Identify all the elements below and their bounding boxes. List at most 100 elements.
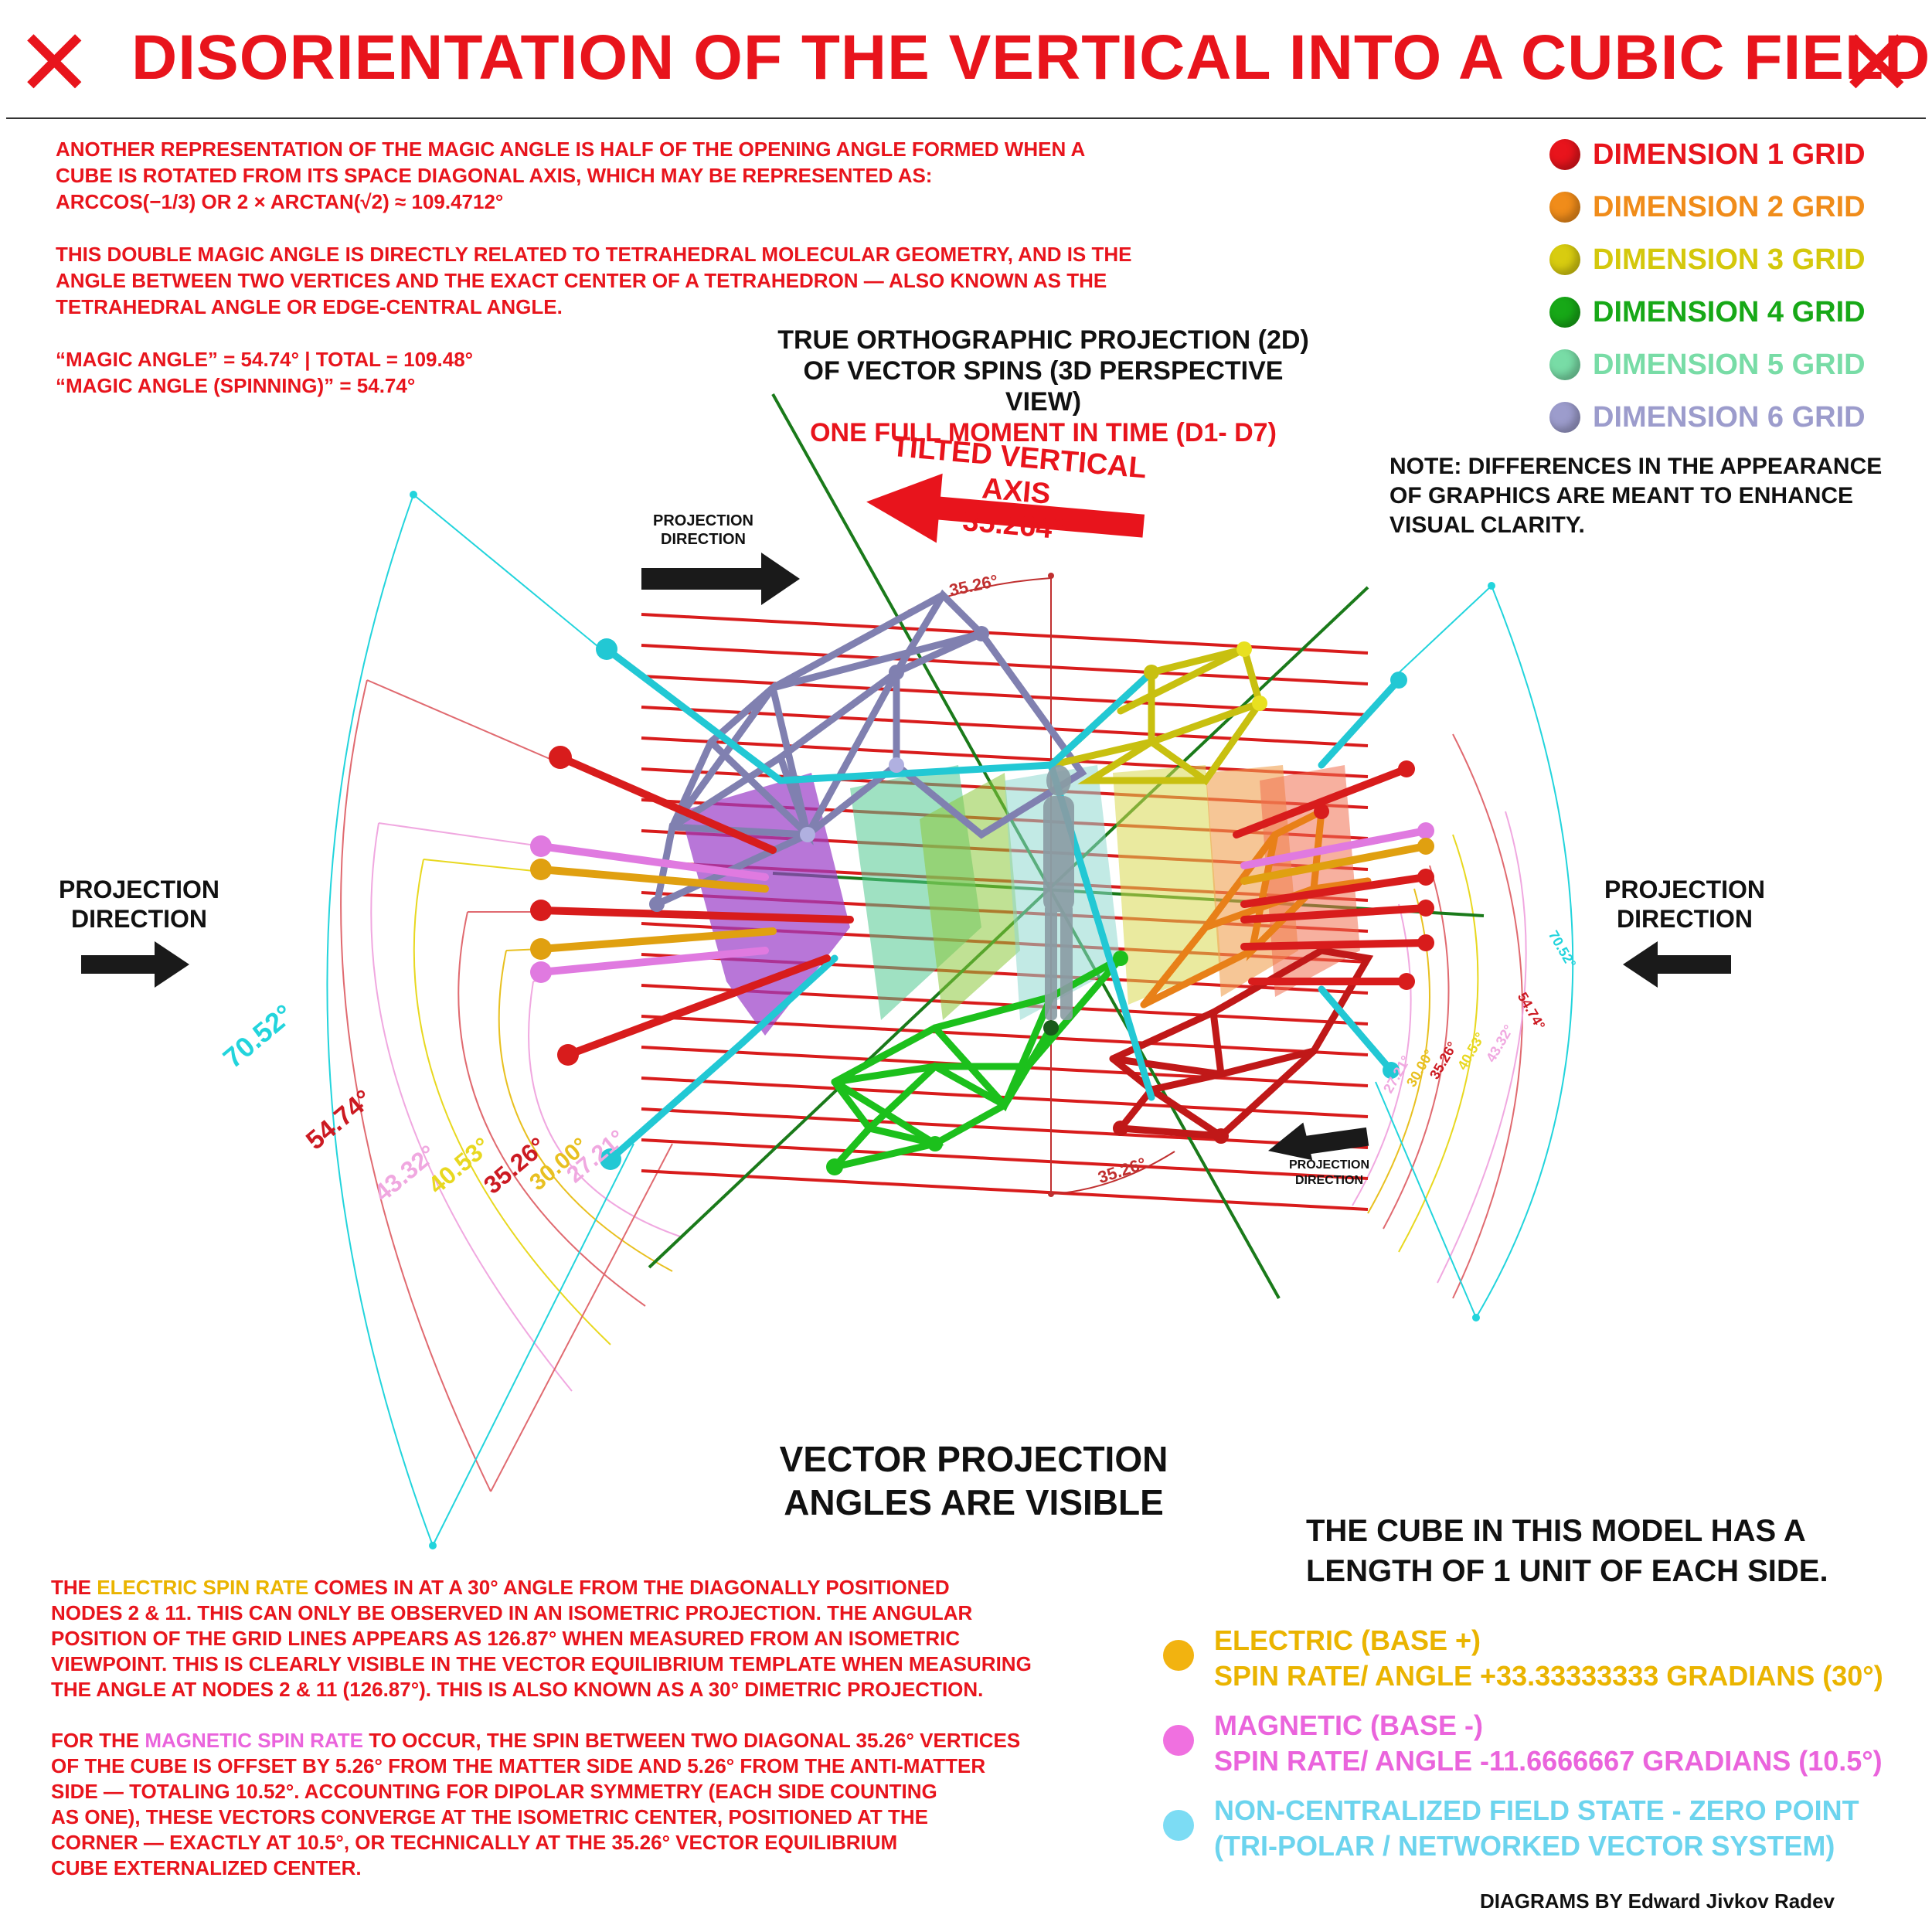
spin-item-magnetic: MAGNETIC (BASE -) SPIN RATE/ ANGLE -11.6… (1163, 1708, 1883, 1779)
magnetic-line: OF THE CUBE IS OFFSET BY 5.26° FROM THE … (51, 1754, 986, 1777)
left-fan-rods (537, 753, 854, 1059)
intro-line: CUBE IS ROTATED FROM ITS SPACE DIAGONAL … (56, 164, 933, 187)
spin-text: ELECTRIC (BASE +) SPIN RATE/ ANGLE +33.3… (1214, 1623, 1883, 1694)
spin-rate: SPIN RATE/ ANGLE +33.33333333 GRADIANS (… (1214, 1660, 1883, 1692)
note-text: NOTE: DIFFERENCES IN THE APPEARANCE OF G… (1389, 454, 1883, 538)
legend-item-dimension-4: DIMENSION 4 GRID (1549, 289, 1866, 335)
legend-item-dimension-1: DIMENSION 1 GRID (1549, 131, 1866, 178)
projection-direction-left-line1: PROJECTION (58, 876, 220, 903)
right-arc-43 (1437, 811, 1527, 1284)
electric-explanation: THE ELECTRIC SPIN RATE COMES IN AT A 30°… (51, 1575, 1040, 1702)
electric-spin-rate-highlight: ELECTRIC SPIN RATE (97, 1576, 309, 1599)
left-arc-35 (457, 911, 646, 1307)
dimension-5-dot-icon (1549, 349, 1580, 380)
magic-angle-line: “MAGIC ANGLE” = 54.74° | TOTAL = 109.48° (56, 348, 474, 371)
dimension-6-dot-icon (1549, 402, 1580, 433)
left-arc-54 (340, 679, 492, 1492)
magnetic-dot-icon (1163, 1725, 1194, 1756)
intro-line: ANGLE BETWEEN TWO VERTICES AND THE EXACT… (56, 269, 1107, 292)
dimension-1-dot-icon (1549, 139, 1580, 170)
magnetic-spin-rate-highlight: MAGNETIC SPIN RATE (145, 1729, 363, 1752)
vector-heading-line: ANGLES ARE VISIBLE (784, 1482, 1164, 1522)
spin-title: NON-CENTRALIZED FIELD STATE - ZERO POINT (1214, 1794, 1859, 1826)
electric-line: POSITION OF THE GRID LINES APPEARS AS 12… (51, 1627, 961, 1650)
zero-point-dot-icon (1163, 1810, 1194, 1841)
projection-direction-bottom-line2: DIRECTION (1295, 1174, 1363, 1187)
header-divider (6, 117, 1926, 119)
dimension-2-dot-icon (1549, 192, 1580, 223)
right-arc-40 (1398, 834, 1479, 1253)
dimension-4-dot-icon (1549, 297, 1580, 328)
human-figure (1043, 765, 1074, 1020)
intro-line: TETRAHEDRAL ANGLE OR EDGE-CENTRAL ANGLE. (56, 295, 563, 318)
right-x-icon: ✕ (1838, 12, 1916, 115)
intro-text: ANOTHER REPRESENTATION OF THE MAGIC ANGL… (56, 136, 1176, 399)
spin-title: ELECTRIC (BASE +) (1214, 1624, 1481, 1656)
spin-text: NON-CENTRALIZED FIELD STATE - ZERO POINT… (1214, 1793, 1859, 1864)
vector-projection-heading: VECTOR PROJECTION ANGLES ARE VISIBLE (742, 1437, 1206, 1524)
nodes (410, 491, 1495, 1549)
electric-line: NODES 2 & 11. THIS CAN ONLY BE OBSERVED … (51, 1601, 973, 1624)
left-angle-arcs (326, 494, 681, 1546)
spin-rate: (TRI-POLAR / NETWORKED VECTOR SYSTEM) (1214, 1830, 1835, 1862)
right-fan-rods (1233, 765, 1430, 985)
page-title: DISORIENTATION OF THE VERTICAL INTO A CU… (131, 22, 1931, 93)
legend-label: DIMENSION 5 GRID (1593, 348, 1866, 381)
spin-item-zero-point: NON-CENTRALIZED FIELD STATE - ZERO POINT… (1163, 1793, 1859, 1864)
cube-note: THE CUBE IN THIS MODEL HAS A LENGTH OF 1… (1306, 1511, 1909, 1591)
magic-angle-spinning-line: “MAGIC ANGLE (SPINNING)” = 54.74° (56, 374, 416, 397)
legend-item-dimension-2: DIMENSION 2 GRID (1549, 184, 1866, 230)
right-arc-54 (1452, 733, 1523, 1299)
right-arc-35 (1383, 865, 1450, 1230)
left-x-icon: ✕ (15, 12, 94, 115)
center-heading-line: TRUE ORTHOGRAPHIC PROJECTION (2D) (777, 325, 1309, 355)
projection-direction-left-line2: DIRECTION (71, 905, 207, 933)
projection-direction-bottom: PROJECTION DIRECTION (1283, 1158, 1376, 1189)
center-heading-line-red: ONE FULL MOMENT IN TIME (D1- D7) (810, 418, 1277, 447)
left-arc-70 (326, 494, 434, 1546)
dimension-3-dot-icon (1549, 244, 1580, 275)
vector-heading-line: VECTOR PROJECTION (779, 1439, 1168, 1479)
cube-note-line: LENGTH OF 1 UNIT OF EACH SIDE. (1306, 1554, 1828, 1588)
electric-line-1: THE ELECTRIC SPIN RATE COMES IN AT A 30°… (51, 1575, 1040, 1600)
legend-item-dimension-6: DIMENSION 6 GRID (1549, 394, 1866, 440)
electric-line: THE ANGLE AT NODES 2 & 11 (126.87°). THI… (51, 1678, 984, 1701)
dimension-1-lattice (1109, 947, 1374, 1141)
text-fragment: TO OCCUR, THE SPIN BETWEEN TWO DIAGONAL … (362, 1729, 1021, 1752)
magnetic-line: AS ONE), THESE VECTORS CONVERGE AT THE I… (51, 1805, 928, 1828)
projection-direction-left: PROJECTION DIRECTION (46, 875, 232, 934)
right-arc-70 (1475, 585, 1574, 1318)
center-heading: TRUE ORTHOGRAPHIC PROJECTION (2D) OF VEC… (765, 325, 1321, 448)
magnetic-line: SIDE — TOTALING 10.52°. ACCOUNTING FOR D… (51, 1780, 937, 1803)
projection-direction-top-line1: PROJECTION (652, 512, 754, 529)
legend-label: DIMENSION 3 GRID (1593, 243, 1866, 276)
magnetic-line: CUBE EXTERNALIZED CENTER. (51, 1856, 362, 1879)
spin-item-electric: ELECTRIC (BASE +) SPIN RATE/ ANGLE +33.3… (1163, 1623, 1883, 1694)
projection-direction-top: PROJECTION DIRECTION (641, 512, 765, 549)
projection-direction-right-line2: DIRECTION (1617, 905, 1753, 933)
projection-direction-bottom-line1: PROJECTION (1288, 1158, 1369, 1172)
intro-line: THIS DOUBLE MAGIC ANGLE IS DIRECTLY RELA… (56, 243, 1132, 266)
center-heading-line: OF VECTOR SPINS (3D PERSPECTIVE VIEW) (803, 356, 1284, 417)
left-arc-30 (498, 950, 673, 1272)
legend-label: DIMENSION 1 GRID (1593, 138, 1866, 171)
intro-line: ANOTHER REPRESENTATION OF THE MAGIC ANGL… (56, 138, 1086, 161)
electric-dot-icon (1163, 1640, 1194, 1671)
projection-direction-top-line2: DIRECTION (661, 531, 746, 548)
legend-label: DIMENSION 2 GRID (1593, 190, 1866, 223)
right-arc-30 (1367, 888, 1430, 1214)
dimension-3-lattice (1047, 645, 1264, 786)
text-fragment: THE (51, 1576, 97, 1599)
magnetic-line: CORNER — EXACTLY AT 10.5°, OR TECHNICALL… (51, 1831, 898, 1854)
spin-text: MAGNETIC (BASE -) SPIN RATE/ ANGLE -11.6… (1214, 1708, 1883, 1779)
legend-item-dimension-3: DIMENSION 3 GRID (1549, 236, 1866, 283)
legend-label: DIMENSION 6 GRID (1593, 400, 1866, 434)
legend-label: DIMENSION 4 GRID (1593, 295, 1866, 328)
spin-rate: SPIN RATE/ ANGLE -11.6666667 GRADIANS (1… (1214, 1745, 1883, 1777)
intro-line: ARCCOS(−1/3) OR 2 × ARCTAN(√2) ≈ 109.471… (56, 190, 504, 213)
magnetic-explanation: FOR THE MAGNETIC SPIN RATE TO OCCUR, THE… (51, 1728, 1040, 1881)
projection-arrows (81, 553, 1731, 1161)
projection-direction-right: PROJECTION DIRECTION (1592, 875, 1777, 934)
text-fragment: FOR THE (51, 1729, 145, 1752)
